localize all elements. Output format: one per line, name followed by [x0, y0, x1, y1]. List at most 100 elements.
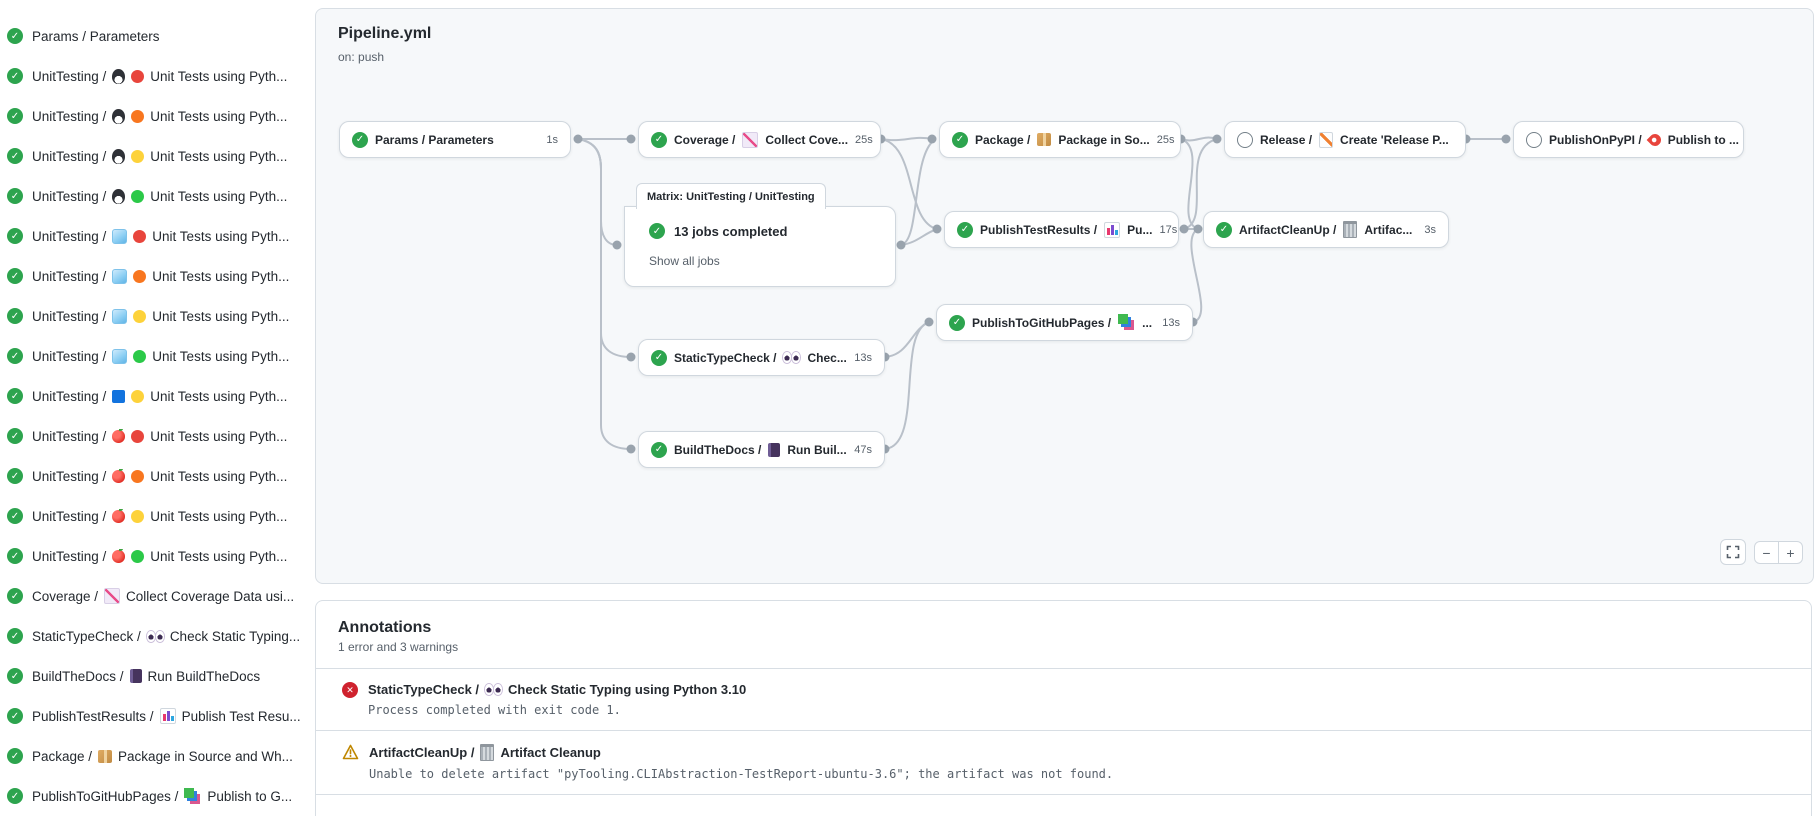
success-check-icon: [7, 268, 23, 284]
ice-cube-icon: [112, 348, 128, 364]
node-label: Chec...: [807, 350, 847, 365]
sidebar-item-coverage[interactable]: Coverage /Collect Coverage Data usi...: [0, 576, 302, 616]
sidebar-item-build-the-docs[interactable]: BuildTheDocs /Run BuildTheDocs: [0, 656, 302, 696]
matrix-tab-label: Matrix: UnitTesting / UnitTesting: [636, 183, 826, 209]
zoom-out-button[interactable]: −: [1754, 541, 1779, 564]
job-label: Unit Tests using Pyth...: [152, 308, 290, 324]
red-circle-icon: [133, 229, 147, 243]
sidebar-item-publish-test-results[interactable]: PublishTestResults /Publish Test Resu...: [0, 696, 302, 736]
graph-node-publish-on-pypi[interactable]: PublishOnPyPI / Publish to ...: [1513, 121, 1744, 158]
graph-node-release[interactable]: Release / Create 'Release P...: [1224, 121, 1466, 158]
rocket-icon: [1646, 131, 1664, 148]
node-duration: 47s: [854, 443, 872, 456]
success-check-icon: [7, 428, 23, 444]
graph-node-publish-to-github-pages[interactable]: PublishToGitHubPages / ... 13s: [936, 304, 1193, 341]
graph-node-package[interactable]: Package / Package in So... 25s: [939, 121, 1181, 158]
job-label: Publish Test Resu...: [181, 708, 301, 724]
graph-node-artifact-cleanup[interactable]: ArtifactCleanUp / Artifac... 3s: [1203, 211, 1449, 248]
annotation-title: Artifact Cleanup: [500, 745, 601, 760]
node-label: Collect Cove...: [765, 132, 849, 147]
sidebar-item-unittest-linux-orange[interactable]: UnitTesting /Unit Tests using Pyth...: [0, 96, 302, 136]
penguin-icon: [112, 108, 126, 124]
zoom-in-button[interactable]: +: [1778, 541, 1803, 564]
sidebar-item-unittest-macos-yellow[interactable]: UnitTesting /Unit Tests using Pyth...: [0, 496, 302, 536]
graph-node-coverage[interactable]: Coverage / Collect Cove... 25s: [638, 121, 881, 158]
eyes-icon: [146, 630, 164, 642]
yellow-circle-icon: [131, 389, 145, 403]
job-label: Unit Tests using Pyth...: [150, 428, 288, 444]
success-check-icon: [949, 314, 965, 331]
sidebar-item-params[interactable]: Params / Parameters: [0, 16, 302, 56]
annotation-row-divider: [316, 794, 1811, 807]
success-check-icon: [649, 223, 665, 239]
sidebar-item-unittest-msys2-yellow[interactable]: UnitTesting /Unit Tests using Pyth...: [0, 376, 302, 416]
wastebasket-icon: [480, 744, 495, 761]
fullscreen-button[interactable]: [1720, 539, 1746, 565]
node-duration: 1s: [546, 133, 558, 146]
sidebar-item-unittest-linux-yellow[interactable]: UnitTesting /Unit Tests using Pyth...: [0, 136, 302, 176]
job-label: Unit Tests using Pyth...: [150, 148, 288, 164]
orange-circle-icon: [133, 269, 147, 283]
success-check-icon: [7, 748, 23, 764]
graph-node-params[interactable]: Params / Parameters 1s: [339, 121, 571, 158]
annotation-message: Process completed with exit code 1.: [368, 703, 621, 717]
package-icon: [1037, 133, 1052, 146]
job-list: Params / Parameters UnitTesting /Unit Te…: [0, 16, 302, 816]
sidebar-item-unittest-windows-red[interactable]: UnitTesting /Unit Tests using Pyth...: [0, 216, 302, 256]
node-duration: 13s: [1162, 316, 1180, 329]
graph-node-publish-test-results[interactable]: PublishTestResults / Pu... 17s: [944, 211, 1179, 248]
apple-icon: [112, 548, 126, 563]
yellow-circle-icon: [133, 309, 147, 323]
matrix-group-box: 13 jobs completed Show all jobs: [624, 206, 896, 287]
chart-increasing-icon: [104, 588, 121, 604]
success-check-icon: [952, 131, 968, 148]
success-check-icon: [7, 588, 23, 604]
graph-node-build-the-docs[interactable]: BuildTheDocs / Run Buil... 47s: [638, 431, 885, 468]
sidebar-item-static-type-check[interactable]: StaticTypeCheck /Check Static Typing...: [0, 616, 302, 656]
job-label: Publish to G...: [207, 788, 293, 804]
bar-chart-icon: [1104, 221, 1121, 238]
job-label: Run BuildTheDocs: [147, 668, 261, 684]
node-label: Pu...: [1127, 222, 1153, 237]
success-check-icon: [651, 349, 667, 366]
success-check-icon: [7, 228, 23, 244]
red-circle-icon: [131, 69, 145, 83]
neutral-circle-icon: [1526, 131, 1542, 148]
package-icon: [98, 749, 113, 763]
sidebar-item-unittest-macos-orange[interactable]: UnitTesting /Unit Tests using Pyth...: [0, 456, 302, 496]
sidebar-item-unittest-windows-orange[interactable]: UnitTesting /Unit Tests using Pyth...: [0, 256, 302, 296]
node-duration: 25s: [855, 133, 873, 146]
notebook-icon: [129, 669, 142, 683]
sidebar-item-unittest-linux-red[interactable]: UnitTesting /Unit Tests using Pyth...: [0, 56, 302, 96]
sidebar-item-unittest-windows-yellow[interactable]: UnitTesting /Unit Tests using Pyth...: [0, 296, 302, 336]
success-check-icon: [7, 788, 23, 804]
job-label: Check Static Typing...: [169, 628, 301, 644]
books-icon: [184, 787, 201, 805]
apple-icon: [112, 468, 126, 483]
books-icon: [1118, 314, 1135, 331]
sidebar-item-unittest-linux-green[interactable]: UnitTesting /Unit Tests using Pyth...: [0, 176, 302, 216]
sidebar-item-unittest-macos-green[interactable]: UnitTesting /Unit Tests using Pyth...: [0, 536, 302, 576]
node-duration: 13s: [854, 351, 872, 364]
sidebar-item-publish-to-github-pages[interactable]: PublishToGitHubPages /Publish to G...: [0, 776, 302, 816]
node-duration: 3s: [1424, 223, 1436, 236]
wastebasket-icon: [1343, 221, 1358, 238]
sidebar-item-unittest-windows-green[interactable]: UnitTesting /Unit Tests using Pyth...: [0, 336, 302, 376]
sidebar-item-package[interactable]: Package /Package in Source and Wh...: [0, 736, 302, 776]
show-all-jobs-link[interactable]: Show all jobs: [649, 254, 720, 268]
job-label: Unit Tests using Pyth...: [150, 188, 288, 204]
job-label: Unit Tests using Pyth...: [150, 548, 288, 564]
workflow-graph-panel: Pipeline.yml on: push: [315, 8, 1814, 584]
penguin-icon: [112, 188, 126, 204]
success-check-icon: [7, 348, 23, 364]
ice-cube-icon: [112, 228, 128, 244]
graph-node-static-type-check[interactable]: StaticTypeCheck / Chec... 13s: [638, 339, 885, 376]
chart-increasing-icon: [742, 131, 759, 148]
sidebar-item-unittest-macos-red[interactable]: UnitTesting /Unit Tests using Pyth...: [0, 416, 302, 456]
yellow-circle-icon: [131, 509, 145, 523]
job-label: Unit Tests using Pyth...: [150, 468, 288, 484]
annotation-error-row[interactable]: StaticTypeCheck / Check Static Typing us…: [316, 668, 1811, 730]
ice-cube-icon: [112, 268, 128, 284]
bar-chart-icon: [159, 708, 176, 724]
annotation-warning-row[interactable]: ArtifactCleanUp / Artifact Cleanup Unabl…: [316, 730, 1811, 794]
